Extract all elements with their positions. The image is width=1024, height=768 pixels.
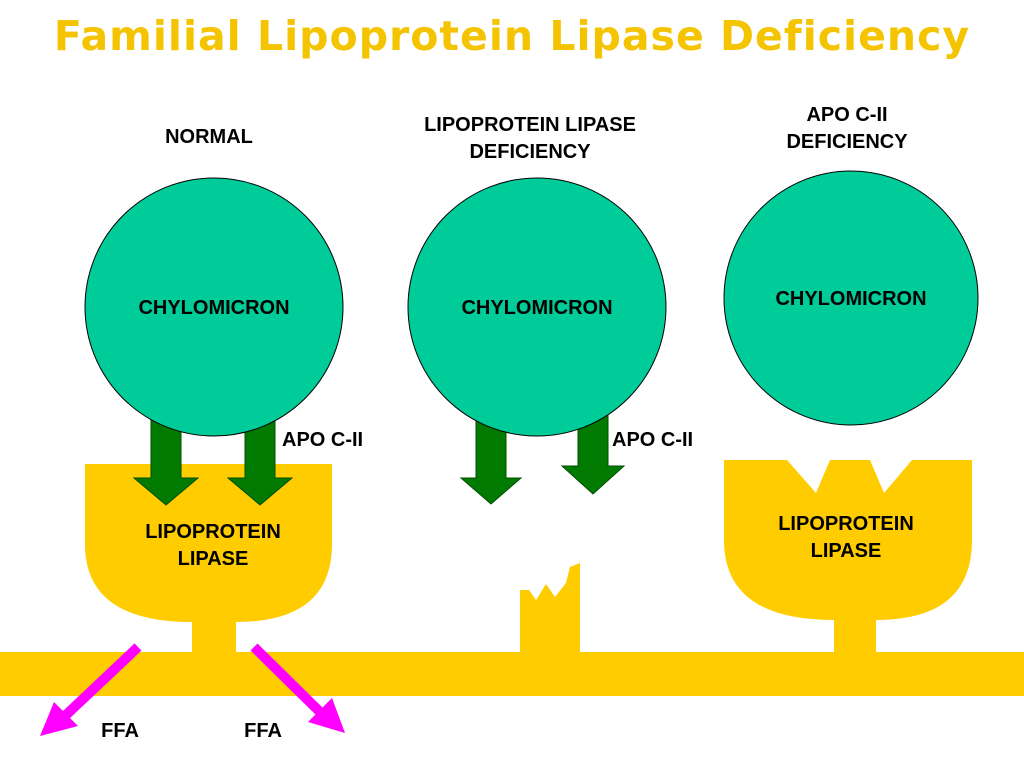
ffa-arrow-right: [250, 643, 345, 733]
heading-apo-line2: DEFICIENCY: [786, 131, 908, 153]
lipase-enzyme-apo-deficiency: [724, 460, 972, 660]
chylomicron-label-normal: CHYLOMICRON: [138, 297, 290, 319]
broken-lipase-stump: [520, 563, 580, 660]
green-arrow-normal-right: [226, 417, 294, 506]
page-title: Familial Lipoprotein Lipase Deficiency: [53, 12, 971, 60]
heading-normal: NORMAL: [165, 126, 253, 148]
chylomicron-normal: [84, 177, 344, 437]
lipase-enzyme-normal: [85, 464, 332, 660]
green-arrow-lpl-right: [560, 409, 626, 495]
apo-c2-label-lpl: APO C-II: [612, 429, 694, 451]
lipase-label-normal-line2: LIPASE: [177, 548, 249, 570]
heading-lpl-line1: LIPOPROTEIN LIPASE: [424, 114, 636, 136]
ffa-label-left: FFA: [101, 720, 139, 742]
apo-c2-label-normal: APO C-II: [282, 429, 364, 451]
ffa-arrow-left: [40, 643, 142, 736]
heading-lpl-deficiency: LIPOPROTEIN LIPASE DEFICIENCY: [375, 112, 685, 166]
ffa-label-right: FFA: [244, 720, 282, 742]
chylomicron-label-lpl: CHYLOMICRON: [461, 297, 613, 319]
chylomicron-label-apo: CHYLOMICRON: [775, 288, 927, 310]
lipase-label-apo-line2: LIPASE: [810, 540, 882, 562]
chylomicron-apo-deficiency: [723, 170, 979, 426]
heading-apo-line1: APO C-II: [806, 104, 888, 126]
heading-lpl-line2: DEFICIENCY: [469, 141, 591, 163]
lipase-label-normal-line1: LIPOPROTEIN: [145, 521, 281, 543]
lipase-label-normal: LIPOPROTEIN LIPASE: [108, 519, 318, 573]
lipase-label-apo-line1: LIPOPROTEIN: [778, 513, 914, 535]
heading-apo-deficiency: APO C-II DEFICIENCY: [742, 102, 952, 156]
chylomicron-lpl-deficiency: [407, 177, 667, 437]
lipase-label-apo: LIPOPROTEIN LIPASE: [741, 511, 951, 565]
